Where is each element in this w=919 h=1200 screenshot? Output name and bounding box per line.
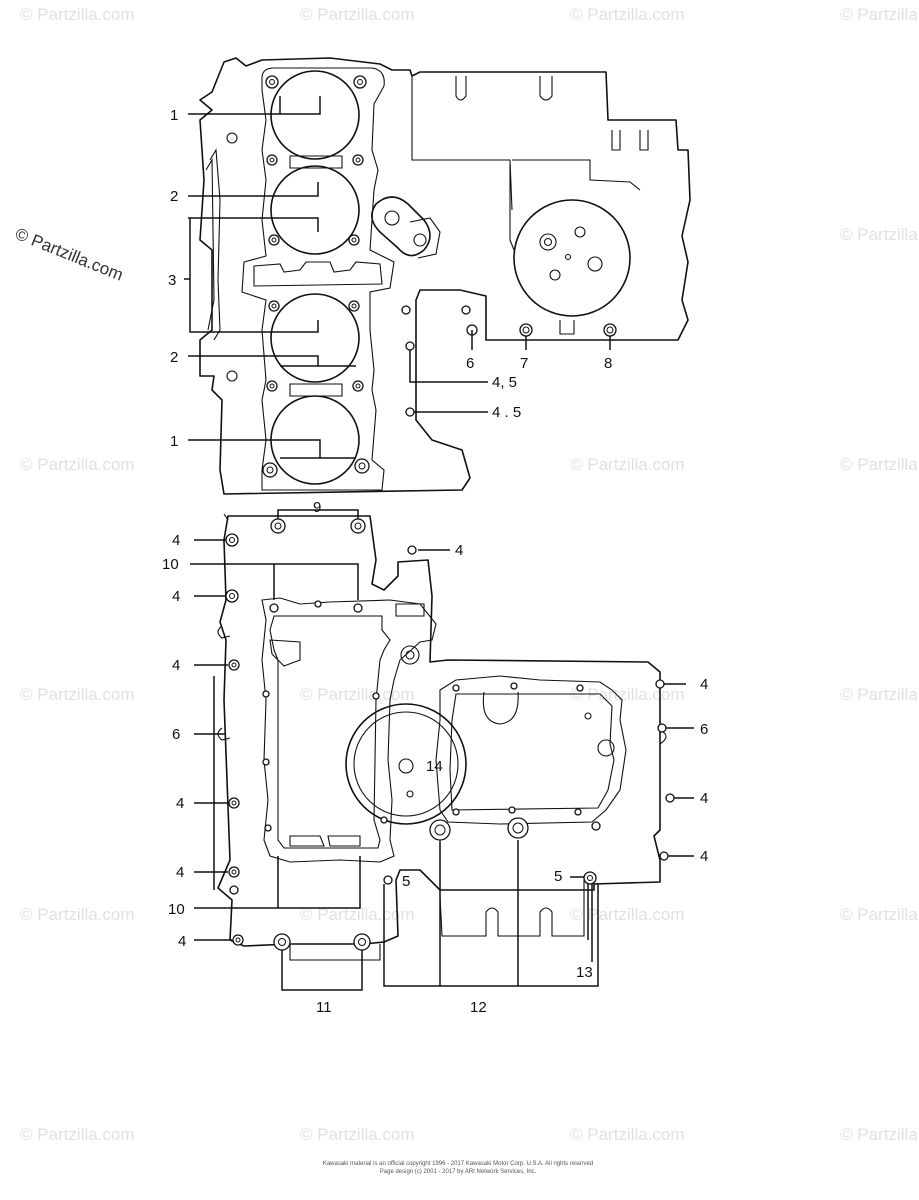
watermark: © Partzilla.com	[20, 905, 135, 924]
oil-filter-cover	[345, 703, 467, 825]
callout-4: 4	[178, 933, 186, 950]
cylinder-bores	[270, 70, 360, 485]
callout-4: 4	[455, 542, 463, 559]
notch	[611, 130, 621, 151]
oil-pan-gasket-right	[435, 675, 627, 825]
callout-3: 3	[168, 272, 176, 289]
callout-5: 5	[554, 868, 562, 885]
callout-4: 4	[172, 588, 180, 605]
watermark: © Partzilla.com	[840, 225, 919, 244]
callout-4-5: 4 . 5	[492, 404, 521, 421]
callout-4-5: 4, 5	[492, 374, 517, 391]
callout-12: 12	[470, 999, 487, 1016]
watermark: © Partzilla.com	[300, 5, 415, 24]
callout-5: 5	[402, 873, 410, 890]
cylinder-base-gasket	[241, 67, 395, 491]
watermark: © Partzilla.com	[570, 455, 685, 474]
cylinder-bore-2	[270, 165, 360, 255]
stud-holes	[262, 75, 370, 478]
watermark: © Partzilla.com	[570, 1125, 685, 1144]
watermark: © Partzilla.com	[20, 1125, 135, 1144]
callout-7: 7	[520, 355, 528, 372]
callout-4: 4	[176, 864, 184, 881]
watermark: © Partzilla.com	[20, 5, 135, 24]
watermark: © Partzilla.com	[570, 905, 685, 924]
watermark: © Partzilla.com	[300, 905, 415, 924]
pan-box	[439, 832, 585, 937]
inner-edge	[512, 159, 641, 191]
watermark-layer: © Partzilla.com © Partzilla.com © Partzi…	[13, 5, 919, 1144]
watermark: © Partzilla.com	[570, 5, 685, 24]
callout-10: 10	[168, 901, 185, 918]
callout-6: 6	[700, 721, 708, 738]
watermark: © Partzilla.com	[20, 685, 135, 704]
callout-4: 4	[172, 657, 180, 674]
callout-4: 4	[172, 532, 180, 549]
upper-leader-lines	[184, 96, 611, 459]
upper-crankcase-drawing	[199, 57, 691, 495]
watermark: © Partzilla.com	[840, 5, 919, 24]
lower-bolts	[225, 518, 675, 951]
round-cover	[513, 199, 631, 317]
right-block-edge	[411, 76, 513, 211]
cover-hole	[539, 233, 557, 251]
watermark: © Partzilla.com	[570, 685, 685, 704]
watermark: © Partzilla.com	[20, 455, 135, 474]
callout-1: 1	[170, 107, 178, 124]
callout-4: 4	[700, 676, 708, 693]
slot	[539, 76, 553, 101]
upper-case-outline	[199, 57, 691, 495]
boss-plate	[371, 196, 431, 257]
callout-4: 4	[700, 848, 708, 865]
callout-4: 4	[176, 795, 184, 812]
callout-2: 2	[170, 188, 178, 205]
callout-1: 1	[170, 433, 178, 450]
watermark: © Partzilla.com	[840, 685, 919, 704]
callout-6: 6	[466, 355, 474, 372]
left-spine-2	[205, 158, 215, 331]
inner-edge	[509, 164, 515, 251]
notch	[559, 320, 575, 335]
notch	[639, 130, 649, 151]
callout-10: 10	[162, 556, 179, 573]
callout-9: 9	[313, 499, 321, 516]
slot	[455, 76, 467, 101]
lower-crankcase-drawing	[217, 513, 675, 961]
watermark: © Partzilla.com	[300, 685, 415, 704]
cylinder-bore-3	[270, 293, 360, 383]
center-bridge	[253, 261, 383, 287]
callout-13: 13	[576, 964, 593, 981]
copyright-line-1: Kawasaki material is an official copyrig…	[323, 1161, 593, 1167]
watermark: © Partzilla.com	[840, 455, 919, 474]
side-watermark: © Partzilla.com	[13, 224, 126, 285]
cylinder-bore-1	[270, 70, 360, 160]
callout-11: 11	[316, 999, 332, 1016]
copyright-line-2: Page design (c) 2001 - 2017 by ARI Netwo…	[380, 1169, 537, 1175]
watermark: © Partzilla.com	[300, 1125, 415, 1144]
lower-leader-lines	[190, 509, 694, 991]
callout-4: 4	[700, 790, 708, 807]
oil-pan-gasket-left	[261, 597, 437, 863]
callout-2: 2	[170, 349, 178, 366]
callout-6: 6	[172, 726, 180, 743]
watermark: © Partzilla.com	[840, 905, 919, 924]
watermark: © Partzilla.com	[840, 1125, 919, 1144]
callout-8: 8	[604, 355, 612, 372]
callout-14: 14	[426, 758, 443, 775]
lower-case-outline	[217, 515, 661, 947]
